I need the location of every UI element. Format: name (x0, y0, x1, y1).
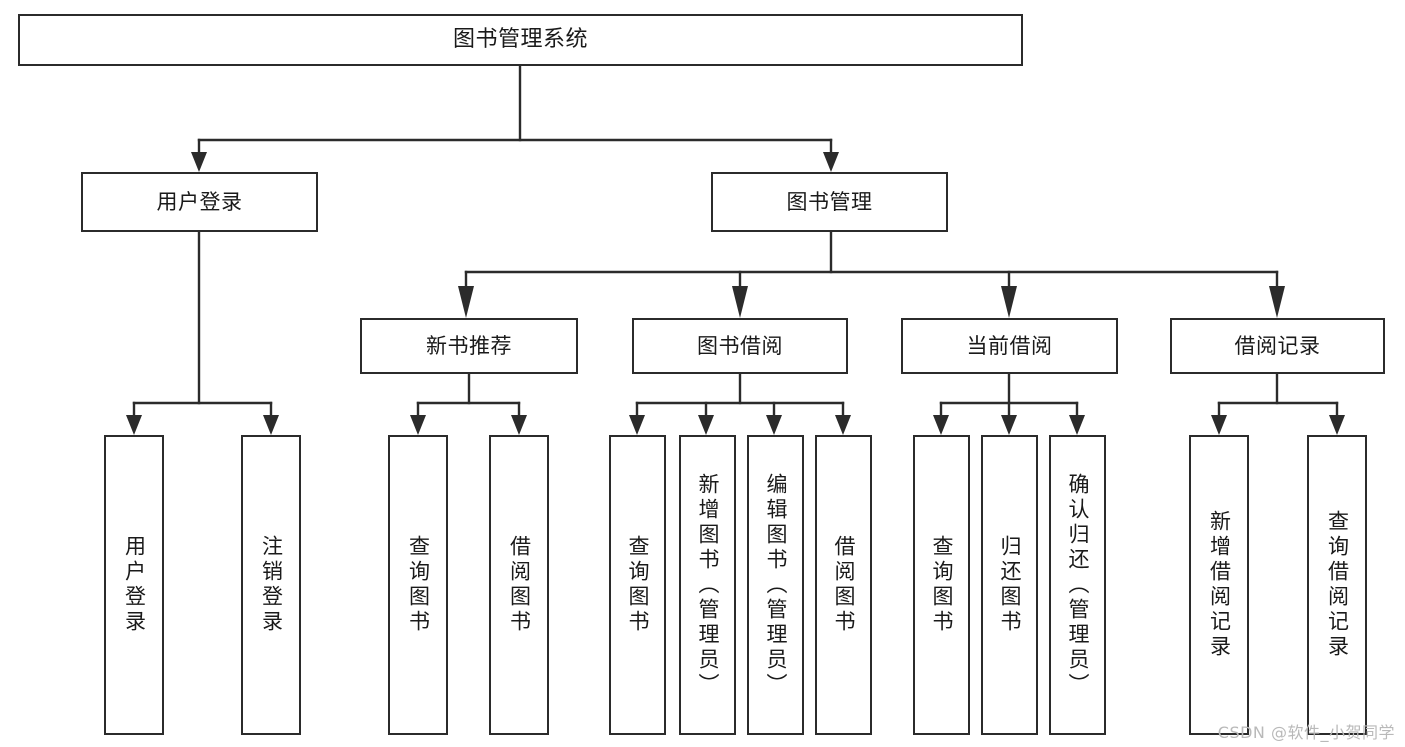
node-label: 新增借阅记录 (1207, 510, 1232, 660)
node-label: 查询图书 (626, 535, 650, 635)
arrow-login-leaf-2 (263, 415, 279, 435)
node-label: 图书借阅 (697, 333, 783, 358)
leaf-current-borrow-confirm-return-admin[interactable]: 确认归还（管理员） (1049, 435, 1106, 735)
arrow-to-borrow-record (1269, 286, 1285, 318)
node-label: 借阅图书 (832, 535, 856, 635)
node-label: 图书管理系统 (452, 27, 588, 53)
node-current-borrow[interactable]: 当前借阅 (901, 318, 1118, 374)
leaf-user-login-login[interactable]: 用户登录 (104, 435, 164, 735)
arrow-currentborrow-leaf-3 (1069, 415, 1085, 435)
arrow-bookborrow-leaf-4 (835, 415, 851, 435)
node-root-book-management-system[interactable]: 图书管理系统 (18, 14, 1023, 66)
node-label: 借阅图书 (507, 535, 532, 635)
arrow-currentborrow-leaf-2 (1001, 415, 1017, 435)
node-book-borrow[interactable]: 图书借阅 (632, 318, 848, 374)
arrow-to-new-book (458, 286, 474, 318)
node-label: 新书推荐 (426, 333, 512, 358)
arrow-to-user-login (191, 152, 207, 172)
node-label: 注销登录 (259, 535, 284, 635)
node-label: 归还图书 (998, 535, 1022, 635)
csdn-watermark: CSDN @软件_小贺同学 (1217, 723, 1395, 742)
leaf-borrow-record-query-record[interactable]: 查询借阅记录 (1307, 435, 1367, 735)
node-borrow-record[interactable]: 借阅记录 (1170, 318, 1385, 374)
leaf-book-borrow-add-book-admin[interactable]: 新增图书（管理员） (679, 435, 736, 735)
leaf-current-borrow-return-book[interactable]: 归还图书 (981, 435, 1038, 735)
leaf-new-book-query-book[interactable]: 查询图书 (388, 435, 448, 735)
leaf-book-borrow-query-book[interactable]: 查询图书 (609, 435, 666, 735)
arrow-to-current-borrow (1001, 286, 1017, 318)
arrow-borrowrecord-leaf-2 (1329, 415, 1345, 435)
node-label: 查询图书 (930, 535, 954, 635)
arrow-currentborrow-leaf-1 (933, 415, 949, 435)
arrow-bookborrow-leaf-3 (766, 415, 782, 435)
arrow-bookborrow-leaf-2 (698, 415, 714, 435)
node-label: 新增图书（管理员） (696, 472, 720, 698)
node-label: 用户登录 (156, 189, 243, 214)
arrow-to-book-management (823, 152, 839, 172)
node-label: 查询借阅记录 (1325, 510, 1350, 660)
node-label: 编辑图书（管理员） (764, 472, 788, 698)
node-label: 用户登录 (122, 535, 147, 635)
node-label: 借阅记录 (1234, 333, 1321, 358)
arrow-bookborrow-leaf-1 (629, 415, 645, 435)
leaf-book-borrow-borrow-book[interactable]: 借阅图书 (815, 435, 872, 735)
leaf-book-borrow-edit-book-admin[interactable]: 编辑图书（管理员） (747, 435, 804, 735)
arrow-borrowrecord-leaf-1 (1211, 415, 1227, 435)
node-new-book-recommend[interactable]: 新书推荐 (360, 318, 578, 374)
arrow-newbook-leaf-1 (410, 415, 426, 435)
arrow-login-leaf-1 (126, 415, 142, 435)
leaf-borrow-record-add-record[interactable]: 新增借阅记录 (1189, 435, 1249, 735)
node-user-login[interactable]: 用户登录 (81, 172, 318, 232)
arrow-newbook-leaf-2 (511, 415, 527, 435)
node-label: 当前借阅 (966, 333, 1053, 358)
leaf-user-login-logout[interactable]: 注销登录 (241, 435, 301, 735)
node-label: 确认归还（管理员） (1066, 472, 1090, 698)
node-label: 图书管理 (786, 189, 873, 214)
node-label: 查询图书 (406, 535, 431, 635)
leaf-current-borrow-query-book[interactable]: 查询图书 (913, 435, 970, 735)
node-book-management[interactable]: 图书管理 (711, 172, 948, 232)
arrow-to-book-borrow (732, 286, 748, 318)
leaf-new-book-borrow-book[interactable]: 借阅图书 (489, 435, 549, 735)
